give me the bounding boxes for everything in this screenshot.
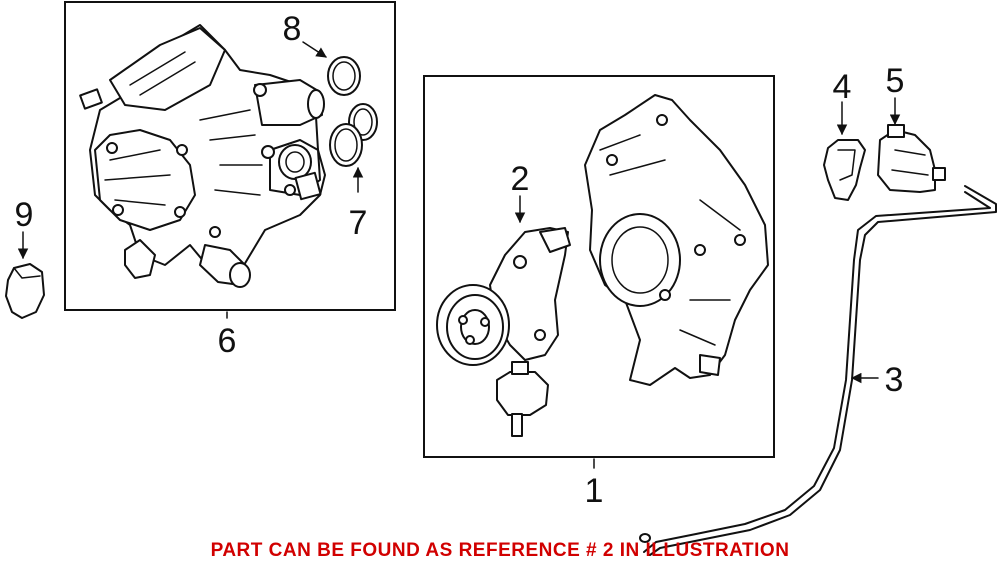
- callout-4: 4: [833, 68, 852, 106]
- callout-2: 2: [511, 160, 530, 198]
- hose-3[interactable]: [639, 185, 997, 556]
- callout-6: 6: [218, 322, 237, 360]
- plug-cap-9[interactable]: [5, 263, 45, 319]
- assembly-6-frame: [64, 1, 396, 311]
- callout-8: 8: [283, 10, 302, 48]
- leader-lines: [17, 41, 901, 469]
- assembly-1-frame: [423, 75, 775, 458]
- callout-9: 9: [15, 196, 34, 234]
- callout-3: 3: [885, 361, 904, 399]
- o-ring-8[interactable]: [327, 56, 361, 96]
- o-rings-7[interactable]: [329, 103, 378, 167]
- reference-caption: PART CAN BE FOUND AS REFERENCE # 2 IN IL…: [211, 540, 790, 561]
- callout-1: 1: [585, 472, 604, 510]
- callout-7: 7: [349, 204, 368, 242]
- water-pump-housing[interactable]: [584, 94, 769, 386]
- clip-4[interactable]: [823, 139, 866, 201]
- water-pump-2[interactable]: [436, 227, 571, 437]
- thermostat-housing-assembly[interactable]: [79, 24, 326, 288]
- sensor-5[interactable]: [877, 124, 946, 193]
- callout-5: 5: [886, 62, 905, 100]
